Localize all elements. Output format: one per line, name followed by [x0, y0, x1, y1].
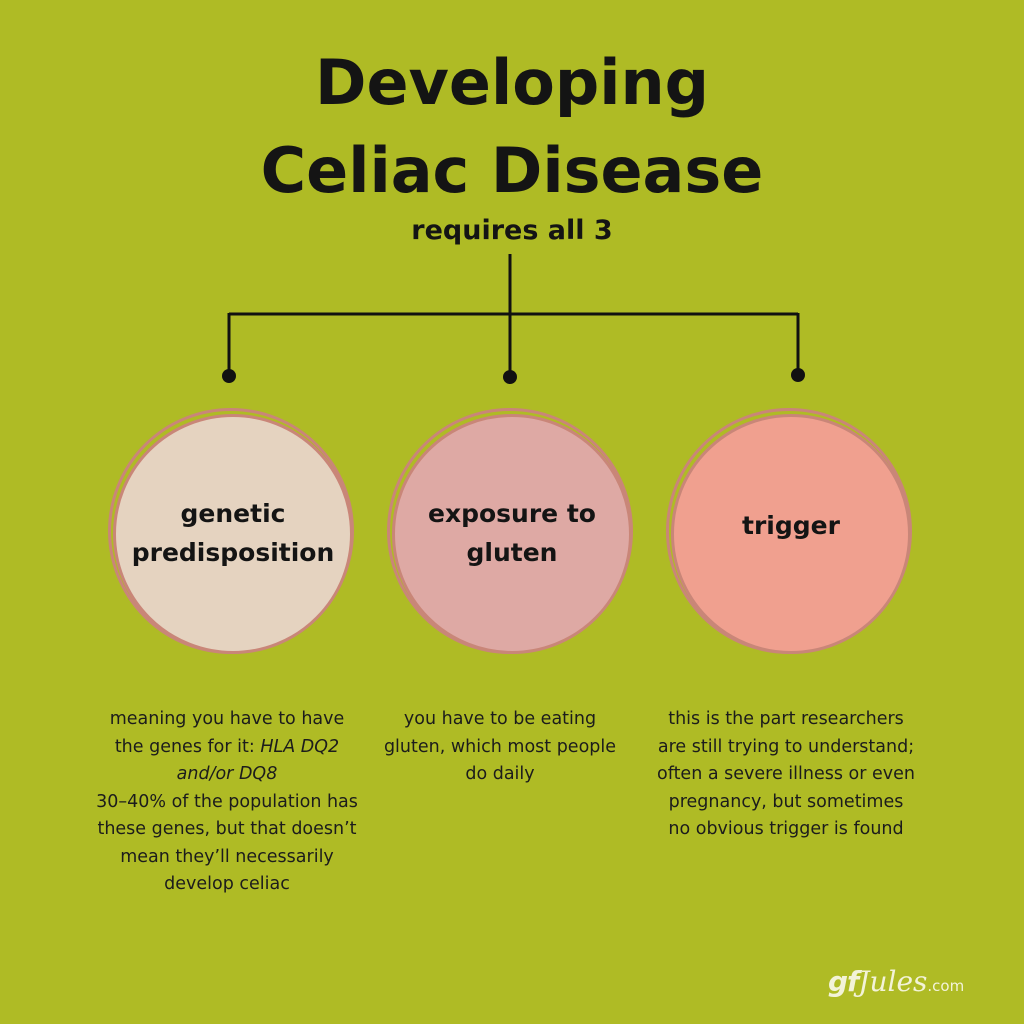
circle: genetic predisposition: [113, 414, 353, 654]
node-exposure-to-gluten: exposure to gluten: [387, 408, 637, 660]
description-genetic: meaning you have to have the genes for i…: [96, 706, 358, 899]
connector-dot-left: [222, 369, 236, 383]
description-text: meaning you have to have the genes for i…: [109, 709, 345, 757]
connector-dot-middle: [503, 370, 517, 384]
node-label-line-1: exposure to: [428, 499, 596, 529]
title-line-1: Developing: [315, 46, 709, 119]
circle: trigger: [671, 414, 911, 654]
title-line-2: Celiac Disease: [260, 134, 764, 207]
logo-jules: Jules: [858, 965, 928, 998]
gfjules-logo: gfJules.com: [828, 968, 964, 996]
node-label-line-1: genetic: [180, 499, 286, 529]
connector-dot-right: [791, 368, 805, 382]
node-trigger: trigger: [666, 408, 916, 660]
description-trigger-text: this is the part researchers are still t…: [657, 709, 915, 839]
logo-gf: gf: [828, 965, 859, 998]
description-trigger: this is the part researchers are still t…: [655, 706, 917, 844]
node-label: genetic predisposition: [112, 495, 355, 573]
description-genetic-part-2: 30–40% of the population has these genes…: [96, 791, 358, 895]
description-exposure-text: you have to be eating gluten, which most…: [383, 709, 617, 784]
node-label-line-2: predisposition: [131, 538, 335, 567]
node-label: trigger: [742, 511, 840, 540]
description-genetic-part-1: meaning you have to have the genes for i…: [96, 706, 358, 789]
node-label-line-2: gluten: [466, 538, 558, 567]
description-exposure: you have to be eating gluten, which most…: [374, 706, 626, 789]
logo-dotcom: .com: [927, 977, 965, 995]
circle: exposure to gluten: [392, 414, 632, 654]
node-label: exposure to gluten: [408, 495, 616, 573]
subtitle: requires all 3: [411, 215, 613, 246]
description-italic-genes: HLA DQ2 and/or DQ8: [176, 736, 340, 785]
node-genetic-predisposition: genetic predisposition: [108, 408, 358, 660]
